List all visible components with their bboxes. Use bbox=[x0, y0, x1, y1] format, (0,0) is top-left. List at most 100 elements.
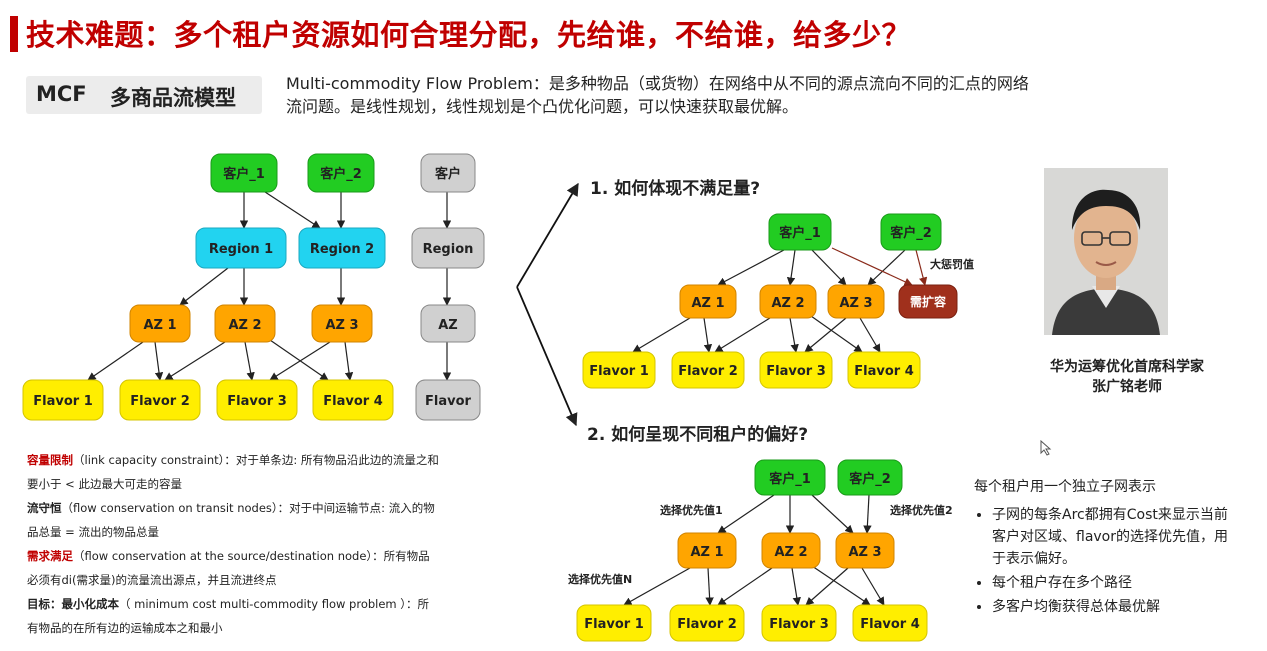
svg-text:Flavor 4: Flavor 4 bbox=[323, 394, 383, 409]
svg-text:Region: Region bbox=[423, 242, 474, 257]
svg-text:AZ 3: AZ 3 bbox=[839, 296, 872, 311]
mcf-abbr: MCF bbox=[36, 82, 87, 106]
left-flavor-2: Flavor 2 bbox=[119, 379, 201, 421]
svg-text:Flavor 1: Flavor 1 bbox=[584, 617, 644, 632]
left-az-2: AZ 2 bbox=[214, 304, 276, 343]
d2-flavor-2: Flavor 2 bbox=[669, 604, 745, 642]
constraint-capacity: 容量限制（link capacity constraint）：对于单条边: 所有… bbox=[27, 448, 527, 496]
notes-panel: 每个租户用一个独立子网表示 子网的每条Arc都拥有Cost来显示当前客户对区域、… bbox=[974, 476, 1234, 620]
question-2: 2. 如何呈现不同租户的偏好? bbox=[587, 425, 809, 445]
svg-text:客户_1: 客户_1 bbox=[769, 471, 811, 487]
svg-text:Flavor 4: Flavor 4 bbox=[860, 617, 920, 632]
constraint-desc-2: 有物品的在所有边的运输成本之和最小 bbox=[27, 621, 223, 635]
d2-customer-2: 客户_2 bbox=[837, 459, 903, 496]
left-flavor-1: Flavor 1 bbox=[22, 379, 104, 421]
svg-text:Flavor 1: Flavor 1 bbox=[33, 394, 93, 409]
left-region-2: Region 2 bbox=[298, 227, 386, 269]
title-accent-bar bbox=[10, 16, 18, 52]
svg-text:客户_2: 客户_2 bbox=[849, 471, 891, 487]
diagram2-edges bbox=[623, 494, 885, 606]
svg-text:AZ 2: AZ 2 bbox=[774, 545, 807, 560]
svg-text:Flavor 3: Flavor 3 bbox=[227, 394, 287, 409]
svg-text:客户_2: 客户_2 bbox=[320, 166, 362, 182]
presenter-photo bbox=[1044, 168, 1168, 335]
svg-text:Flavor 2: Flavor 2 bbox=[678, 364, 738, 379]
svg-text:客户_2: 客户_2 bbox=[890, 225, 932, 241]
mcf-name: 多商品流模型 bbox=[110, 86, 236, 110]
d2-pref-n-label: 选择优先值N bbox=[568, 572, 632, 586]
d2-az-1: AZ 1 bbox=[677, 532, 737, 569]
constraint-desc: （flow conservation at the source/destina… bbox=[73, 549, 430, 563]
intro-text: Multi-commodity Flow Problem：是多种物品（或货物）在… bbox=[286, 72, 1166, 118]
constraint-conservation: 流守恒（flow conservation on transit nodes）：… bbox=[27, 496, 527, 544]
question-1: 1. 如何体现不满足量? bbox=[590, 179, 761, 199]
left-diagram-edges bbox=[87, 189, 452, 381]
mouse-cursor-icon bbox=[1040, 439, 1052, 460]
constraints-list: 容量限制（link capacity constraint）：对于单条边: 所有… bbox=[27, 448, 527, 640]
d2-pref-1-label: 选择优先值1 bbox=[660, 503, 723, 517]
svg-text:AZ 1: AZ 1 bbox=[690, 545, 723, 560]
left-flavor-3: Flavor 3 bbox=[216, 379, 298, 421]
svg-text:AZ 1: AZ 1 bbox=[143, 318, 176, 333]
svg-text:AZ 2: AZ 2 bbox=[771, 296, 804, 311]
legend-region: Region bbox=[411, 227, 485, 269]
d1-flavor-3: Flavor 3 bbox=[759, 351, 833, 389]
d1-expand-node: 需扩容 bbox=[898, 284, 958, 319]
left-az-3: AZ 3 bbox=[311, 304, 373, 343]
left-flavor-4: Flavor 4 bbox=[312, 379, 394, 421]
notes-bullet: 子网的每条Arc都拥有Cost来显示当前客户对区域、flavor的选择优先值，用… bbox=[992, 504, 1234, 570]
legend-customer: 客户 bbox=[420, 153, 476, 193]
diagram1-edges bbox=[632, 249, 906, 353]
constraint-name: 需求满足 bbox=[27, 549, 73, 563]
constraint-desc: （link capacity constraint）：对于单条边: 所有物品沿此… bbox=[73, 453, 439, 467]
left-customer-1: 客户_1 bbox=[210, 153, 278, 193]
svg-text:Flavor 3: Flavor 3 bbox=[769, 617, 829, 632]
d2-flavor-3: Flavor 3 bbox=[761, 604, 837, 642]
d1-az-1: AZ 1 bbox=[679, 284, 737, 319]
d1-customer-2: 客户_2 bbox=[880, 213, 942, 251]
constraint-name: 流守恒 bbox=[27, 501, 62, 515]
svg-text:Flavor 3: Flavor 3 bbox=[766, 364, 826, 379]
constraint-objective: 目标：最小化成本（ minimum cost multi-commodity f… bbox=[27, 592, 527, 640]
svg-text:AZ 3: AZ 3 bbox=[848, 545, 881, 560]
notes-bullets: 子网的每条Arc都拥有Cost来显示当前客户对区域、flavor的选择优先值，用… bbox=[974, 504, 1234, 618]
diagram1-penalty-edges bbox=[831, 247, 928, 286]
legend-flavor: Flavor bbox=[415, 379, 481, 421]
constraint-desc: （ minimum cost multi-commodity flow prob… bbox=[119, 597, 430, 611]
d2-flavor-1: Flavor 1 bbox=[576, 604, 652, 642]
constraint-desc-2: 品总量 = 流出的物品总量 bbox=[27, 525, 159, 539]
notes-bullet: 每个租户存在多个路径 bbox=[992, 572, 1234, 594]
svg-text:AZ: AZ bbox=[438, 318, 458, 333]
intro-line-1: Multi-commodity Flow Problem：是多种物品（或货物）在… bbox=[286, 74, 1029, 93]
title-bar bbox=[0, 0, 1267, 62]
svg-text:Region 2: Region 2 bbox=[310, 242, 374, 257]
left-customer-2: 客户_2 bbox=[307, 153, 375, 193]
left-az-1: AZ 1 bbox=[129, 304, 191, 343]
svg-text:需扩容: 需扩容 bbox=[910, 294, 946, 309]
constraint-demand: 需求满足（flow conservation at the source/des… bbox=[27, 544, 527, 592]
svg-text:Flavor 2: Flavor 2 bbox=[130, 394, 190, 409]
d1-flavor-1: Flavor 1 bbox=[582, 351, 656, 389]
svg-text:Flavor 4: Flavor 4 bbox=[854, 364, 914, 379]
d1-penalty-label: 大惩罚值 bbox=[930, 257, 974, 271]
svg-text:客户_1: 客户_1 bbox=[779, 225, 821, 241]
d2-az-3: AZ 3 bbox=[835, 532, 895, 569]
d2-az-2: AZ 2 bbox=[761, 532, 821, 569]
constraint-name: 目标：最小化成本 bbox=[27, 597, 119, 611]
notes-heading: 每个租户用一个独立子网表示 bbox=[974, 479, 1156, 495]
constraint-desc: （flow conservation on transit nodes）：对于中… bbox=[61, 501, 435, 515]
svg-text:Flavor 1: Flavor 1 bbox=[589, 364, 649, 379]
svg-text:Region 1: Region 1 bbox=[209, 242, 273, 257]
person-avatar-icon bbox=[1044, 168, 1168, 335]
d2-customer-1: 客户_1 bbox=[754, 459, 826, 496]
mcf-tag: MCF 多商品流模型 bbox=[26, 76, 262, 114]
constraint-desc-2: 必须有di(需求量)的流量流出源点，并且流进终点 bbox=[27, 573, 277, 587]
svg-text:客户: 客户 bbox=[435, 166, 461, 182]
svg-text:Flavor 2: Flavor 2 bbox=[677, 617, 737, 632]
d1-flavor-2: Flavor 2 bbox=[671, 351, 745, 389]
svg-text:AZ 3: AZ 3 bbox=[325, 318, 358, 333]
legend-az: AZ bbox=[420, 304, 476, 343]
constraint-name: 容量限制 bbox=[27, 453, 73, 467]
svg-text:客户_1: 客户_1 bbox=[223, 166, 265, 182]
